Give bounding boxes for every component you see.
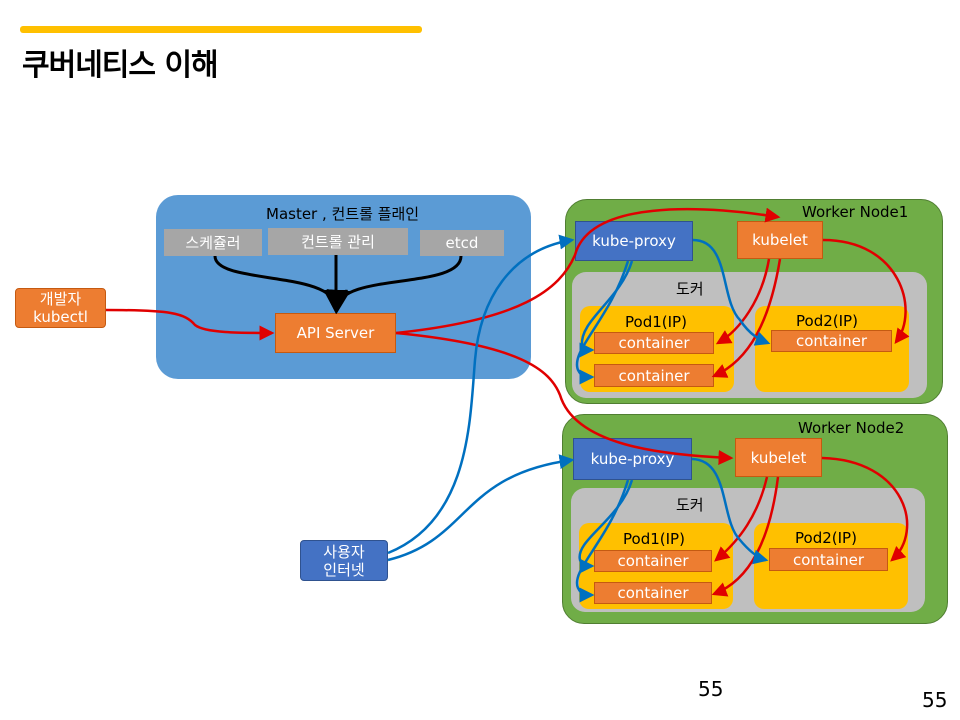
kube-proxy-1: kube-proxy <box>575 221 693 261</box>
worker-node-1-label: Worker Node1 <box>802 203 909 221</box>
api-server-box: API Server <box>275 313 396 353</box>
pod1-node1-label: Pod1(IP) <box>625 313 687 331</box>
container-node1-pod1-b: container <box>594 364 714 387</box>
page-title: 쿠버네티스 이해 <box>22 48 219 83</box>
master-label: Master , 컨트롤 플래인 <box>266 205 420 223</box>
pod2-node2-label: Pod2(IP) <box>795 529 857 547</box>
kube-proxy-2: kube-proxy <box>573 438 692 480</box>
docker-label-1: 도커 <box>676 280 704 298</box>
etcd-box: etcd <box>420 230 504 256</box>
slide-page-number: 55 <box>698 677 724 701</box>
footer-page-number: 55 <box>922 688 948 712</box>
pod1-node2-label: Pod1(IP) <box>623 530 685 548</box>
container-node1-pod2: container <box>771 330 892 352</box>
developer-label: 개발자 <box>39 290 82 308</box>
container-node2-pod1-b: container <box>594 582 712 604</box>
container-node1-pod1-a: container <box>594 332 714 354</box>
title-accent-bar <box>20 26 422 33</box>
worker-node-2-label: Worker Node2 <box>798 419 905 437</box>
kubectl-label: kubectl <box>33 308 88 326</box>
controller-manager-box: 컨트롤 관리 <box>268 228 408 255</box>
user-internet-box: 사용자 인터넷 <box>300 540 388 581</box>
container-node2-pod2: container <box>769 548 888 571</box>
container-node2-pod1-a: container <box>594 550 712 572</box>
scheduler-box: 스케쥴러 <box>164 229 262 256</box>
internet-label: 인터넷 <box>323 560 365 579</box>
docker-label-2: 도커 <box>676 496 704 514</box>
kubelet-1: kubelet <box>737 221 823 259</box>
pod2-node1-label: Pod2(IP) <box>796 312 858 330</box>
developer-kubectl-box: 개발자 kubectl <box>15 288 106 328</box>
kubelet-2: kubelet <box>735 438 822 477</box>
user-label: 사용자 <box>323 542 365 561</box>
